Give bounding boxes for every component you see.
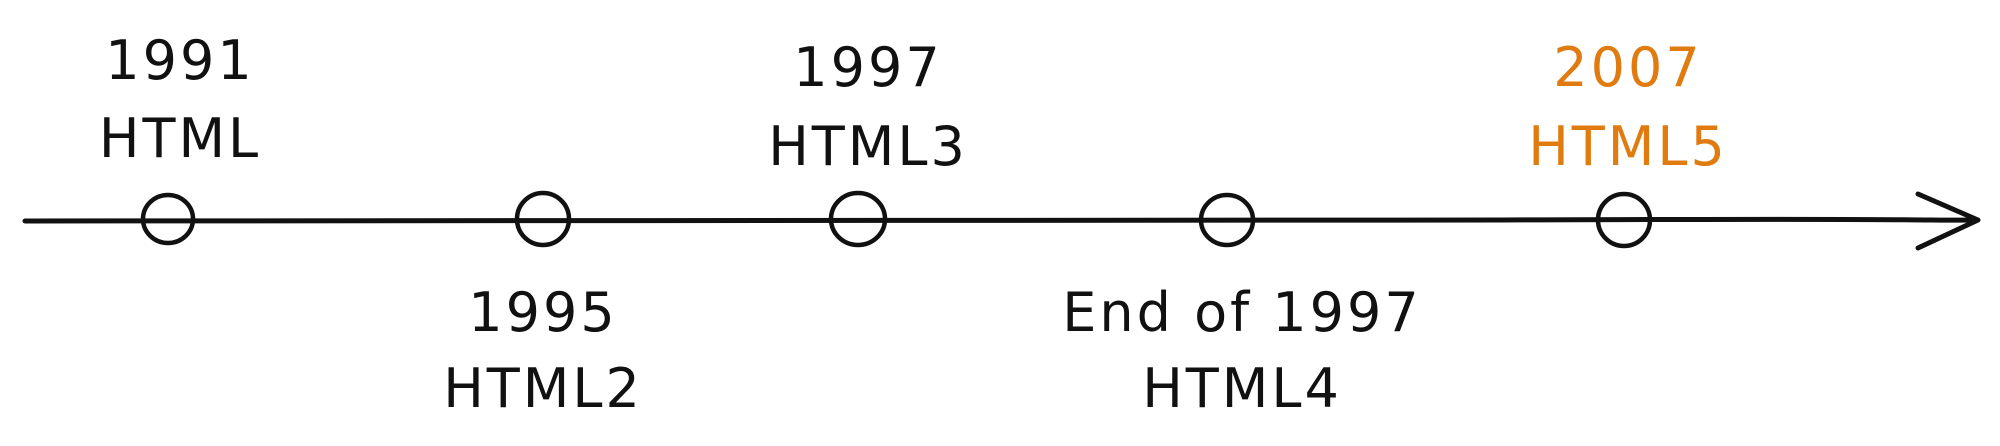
event-name: HTML4 [1142,357,1342,420]
timeline-axis [22,216,1978,224]
event-year: End of 1997 [1062,281,1421,344]
timeline-event-1991: 1991 HTML [99,29,261,246]
timeline-event-end-of-1997: End of 1997 HTML4 [1062,192,1421,420]
timeline-event-1997: 1997 HTML3 [768,36,968,248]
event-marker-circle [1198,192,1256,248]
event-year: 1991 [105,29,254,92]
event-year: 1997 [793,36,942,99]
timeline-arrow-head-icon [1915,191,1981,251]
event-name: HTML2 [443,357,643,420]
event-marker-circle [828,190,888,248]
timeline-event-1995: 1995 HTML2 [443,190,643,420]
event-name: HTML3 [768,115,968,178]
event-name: HTML [99,107,261,170]
event-year: 1995 [468,281,617,344]
event-marker-circle [514,190,572,248]
event-marker-circle [1595,191,1653,249]
timeline-event-2007: 2007 HTML5 [1528,36,1728,249]
event-marker-circle [140,192,196,246]
event-name: HTML5 [1528,115,1728,178]
event-year: 2007 [1553,36,1702,99]
